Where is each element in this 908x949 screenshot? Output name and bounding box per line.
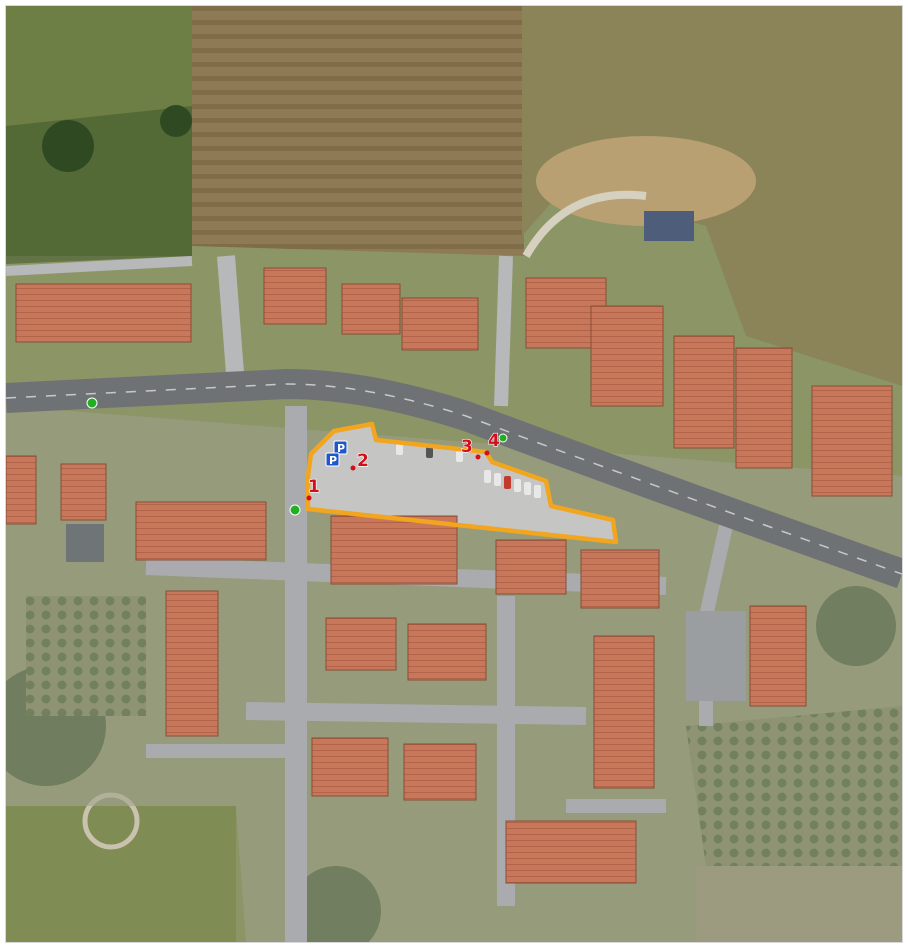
parking-perimeter-outline[interactable] <box>305 421 619 545</box>
parking-sign[interactable]: P <box>333 440 348 455</box>
street <box>245 702 587 725</box>
dirt-track <box>522 190 647 258</box>
svg-text:1: 1 <box>308 477 320 497</box>
survey-point-2[interactable]: 2 <box>350 450 369 472</box>
street <box>6 256 193 276</box>
green-marker[interactable] <box>289 504 301 516</box>
survey-point-3[interactable]: 3 <box>460 436 481 460</box>
svg-text:P: P <box>337 442 345 455</box>
ploughed-field <box>192 6 524 256</box>
svg-text:3: 3 <box>461 437 473 457</box>
tree-cluster <box>160 105 192 137</box>
parking-sign[interactable]: P <box>325 452 340 467</box>
street <box>217 255 245 387</box>
svg-text:2: 2 <box>357 451 369 471</box>
aerial-map[interactable]: P P 1 2 3 4 <box>6 6 902 942</box>
green-marker[interactable] <box>498 433 508 443</box>
survey-point-1[interactable]: 1 <box>306 476 320 501</box>
aerial-map-image: P P 1 2 3 4 <box>6 6 902 942</box>
svg-text:P: P <box>329 454 337 467</box>
flat-roof <box>66 524 104 562</box>
industrial-roof <box>686 611 746 701</box>
parked-cars <box>396 444 541 498</box>
tree-cluster <box>42 120 94 172</box>
street <box>494 255 513 407</box>
park-lawn <box>6 806 236 942</box>
buildings <box>6 267 893 884</box>
green-marker[interactable] <box>86 397 98 409</box>
road-marking <box>6 383 902 575</box>
survey-point-4[interactable]: 4 <box>484 430 501 456</box>
solar-panels <box>644 211 694 241</box>
parking-lot <box>308 424 616 542</box>
svg-text:4: 4 <box>488 431 500 451</box>
